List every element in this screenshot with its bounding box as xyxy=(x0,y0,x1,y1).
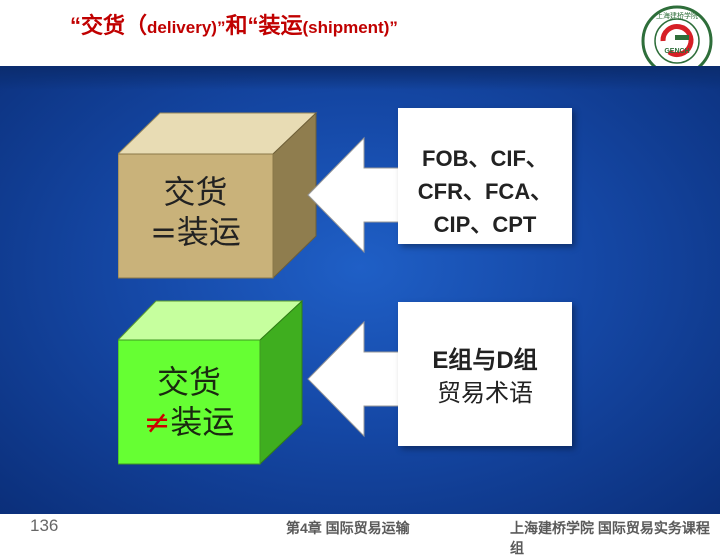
title-part-3: 和“装运 xyxy=(225,13,303,38)
box-top-line1: FOB、CIF、 xyxy=(422,146,548,171)
box-top-line2: CFR、FCA、 xyxy=(417,179,553,204)
cube-top-line2: =装运 xyxy=(150,213,241,251)
chapter-label: 第4章 国际贸易运输 xyxy=(286,520,410,536)
box-top-line3: CIP、CPT xyxy=(433,212,537,237)
cube-delivery-not-equals-shipment xyxy=(118,299,304,466)
box-bottom-line2: 贸易术语 xyxy=(437,380,533,407)
school-logo: GENCH 上海建桥学院 xyxy=(641,5,713,77)
slide-header xyxy=(0,0,720,66)
title-part-4: (shipment)” xyxy=(302,18,398,37)
stage-top-band xyxy=(0,66,720,90)
box-trade-terms-list: FOB、CIF、 CFR、FCA、 CIP、CPT xyxy=(398,108,572,244)
school-label: 上海建桥学院 国际贸易实务课程组 xyxy=(510,520,710,556)
cube-bottom-line1: 交货 xyxy=(156,363,221,401)
not-equal-mark: ≠ xyxy=(143,403,171,441)
cube-bottom-line2: 装运 xyxy=(170,403,235,441)
arrow-top xyxy=(307,136,411,254)
cube-delivery-equals-shipment xyxy=(118,111,318,280)
title-part-1: “交货（ xyxy=(70,13,148,38)
slide-title: “交货（delivery)”和“装运(shipment)” xyxy=(70,8,398,40)
cube-bottom-label: 交货 ≠装运 xyxy=(118,362,260,442)
arrow-bottom xyxy=(307,320,411,438)
box-bottom-line1: E组与D组 xyxy=(432,347,538,374)
logo-ring-text: 上海建桥学院 xyxy=(656,11,698,20)
box-e-d-group-terms: E组与D组 贸易术语 xyxy=(398,302,572,446)
slide-footer xyxy=(0,514,720,540)
title-part-2: delivery)” xyxy=(147,18,226,37)
cube-top-label: 交货 =装运 xyxy=(118,172,273,252)
page-number: 136 xyxy=(30,516,59,535)
logo-center-text: GENCH xyxy=(664,48,689,55)
cube-top-line1: 交货 xyxy=(163,173,228,211)
